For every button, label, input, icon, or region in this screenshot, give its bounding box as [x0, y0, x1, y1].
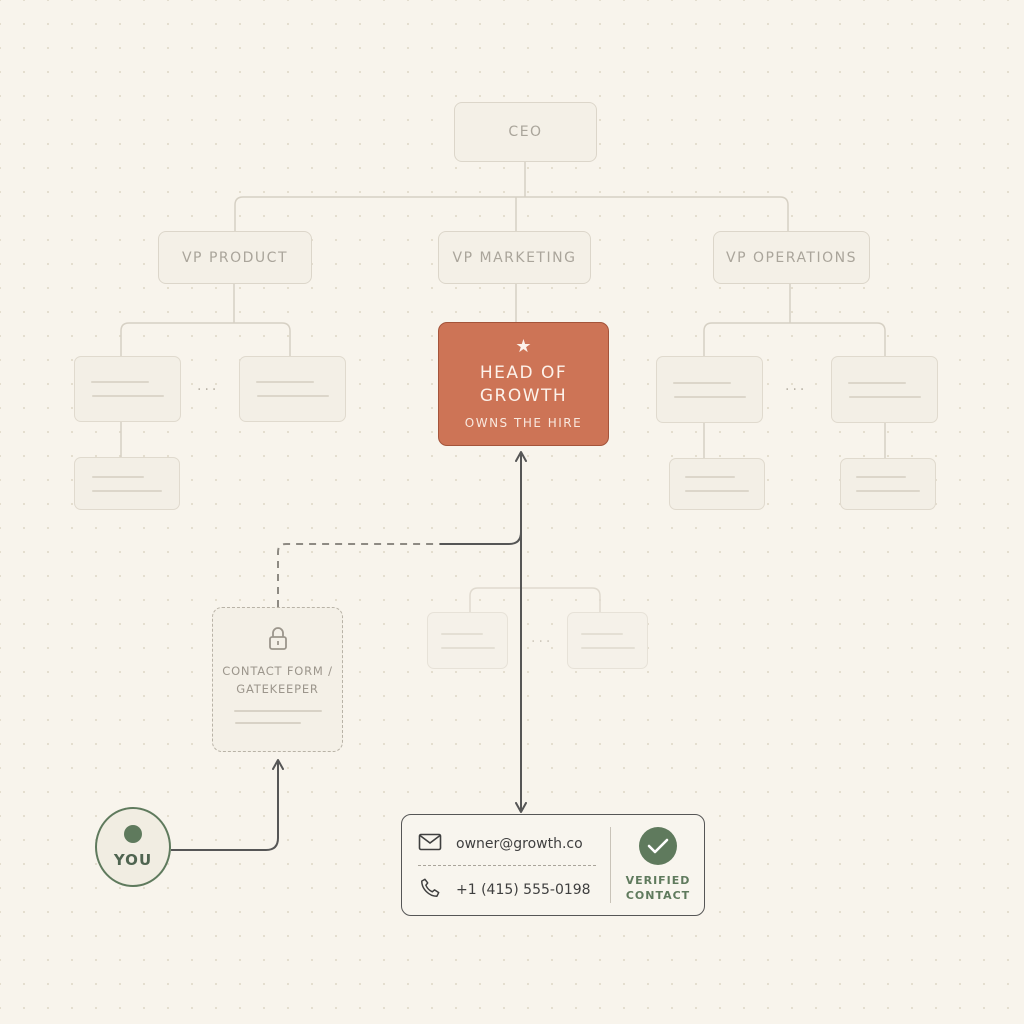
placeholder-node — [669, 458, 765, 510]
placeholder-line — [685, 490, 749, 492]
placeholder-node — [74, 356, 181, 422]
lock-icon — [267, 626, 289, 656]
placeholder-line — [848, 395, 921, 398]
email-text[interactable]: owner@growth.co — [456, 836, 583, 852]
placeholder-line — [256, 395, 329, 397]
phone-icon — [418, 877, 442, 903]
vp-marketing-node[interactable]: VP MARKETING — [438, 231, 591, 284]
arrow-you-to-gatekeeper — [171, 759, 284, 851]
placeholder-line — [90, 381, 149, 383]
placeholder-line — [440, 646, 495, 649]
placeholder-line — [92, 489, 162, 492]
placeholder-line — [92, 475, 144, 478]
ceo-node[interactable]: CEO — [454, 102, 597, 162]
placeholder-line — [847, 381, 906, 384]
star-icon: ★ — [515, 336, 532, 357]
placeholder-line — [234, 722, 301, 724]
dashed-path — [277, 543, 440, 607]
vp-product-node[interactable]: VP PRODUCT — [158, 231, 312, 284]
placeholder-line — [685, 476, 735, 478]
placeholder-line — [672, 381, 731, 384]
vp-operations-label: VP OPERATIONS — [726, 249, 857, 266]
placeholder-line — [856, 476, 906, 478]
placeholder-node — [840, 458, 936, 510]
vp-marketing-label: VP MARKETING — [452, 249, 577, 266]
mail-icon — [418, 833, 442, 855]
verified-contact-card[interactable]: owner@growth.co +1 (415) 555-0198 VERIFI… — [401, 814, 705, 916]
head-of-growth-subtitle: OWNS THE HIRE — [464, 416, 583, 430]
placeholder-node — [831, 356, 938, 423]
verified-label: VERIFIED CONTACT — [625, 874, 691, 902]
ellipsis: ... — [785, 378, 808, 394]
placeholder-line — [580, 646, 635, 649]
ellipsis: ... — [531, 630, 554, 646]
you-label: YOU — [113, 851, 153, 869]
vp-product-label: VP PRODUCT — [181, 249, 288, 266]
placeholder-line — [233, 710, 322, 712]
head-of-growth-node[interactable]: ★ HEAD OF GROWTH OWNS THE HIRE — [438, 322, 609, 446]
email-row: owner@growth.co — [418, 833, 583, 855]
placeholder-line — [255, 381, 314, 383]
card-divider — [418, 865, 596, 866]
phone-text[interactable]: +1 (415) 555-0198 — [456, 882, 591, 898]
head-of-growth-title: HEAD OF GROWTH — [479, 363, 568, 406]
placeholder-line — [673, 395, 746, 398]
placeholder-line — [440, 632, 483, 635]
arrow-to-head-of-growth — [440, 451, 527, 545]
you-node[interactable]: YOU — [95, 807, 171, 887]
placeholder-line — [91, 395, 164, 397]
placeholder-node — [239, 356, 346, 422]
faint-subtree-lines — [469, 587, 601, 612]
placeholder-node — [656, 356, 763, 423]
vp-operations-node[interactable]: VP OPERATIONS — [713, 231, 870, 284]
ceo-label: CEO — [508, 124, 543, 140]
you-dot-icon — [124, 825, 142, 843]
contact-form-gatekeeper-node[interactable]: CONTACT FORM / GATEKEEPER — [212, 607, 343, 752]
gatekeeper-label: CONTACT FORM / GATEKEEPER — [222, 664, 333, 696]
card-vertical-divider — [610, 827, 611, 903]
verified-badge: VERIFIED CONTACT — [612, 815, 704, 915]
org-tree-lines — [120, 162, 886, 458]
placeholder-line — [856, 490, 920, 492]
placeholder-line — [580, 632, 623, 635]
faint-placeholder-node — [427, 612, 508, 669]
check-icon — [639, 827, 677, 865]
faint-placeholder-node — [567, 612, 648, 669]
ellipsis: ... — [197, 378, 220, 394]
placeholder-node — [74, 457, 180, 510]
phone-row: +1 (415) 555-0198 — [418, 877, 591, 903]
